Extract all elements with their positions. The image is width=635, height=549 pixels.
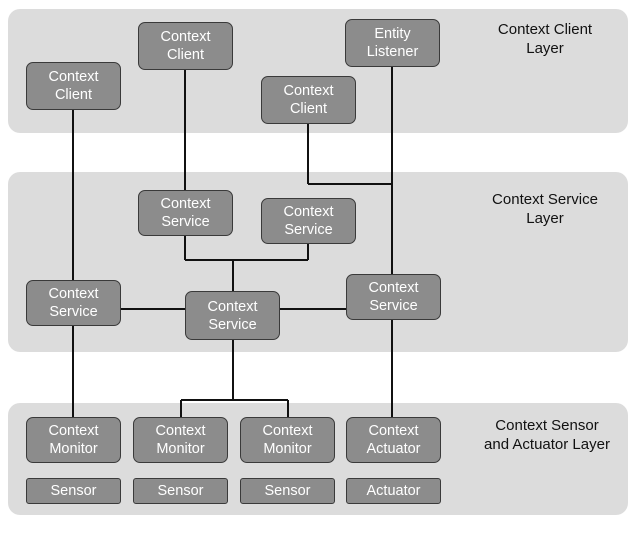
context-actuator-node[interactable]: Context Actuator [346,417,441,463]
entity-listener-node[interactable]: Entity Listener [345,19,440,67]
actuator-hardware-node[interactable]: Actuator [346,478,441,504]
context-monitor-node[interactable]: Context Monitor [133,417,228,463]
context-service-node[interactable]: Context Service [138,190,233,236]
sensor-node[interactable]: Sensor [133,478,228,504]
context-client-node[interactable]: Context Client [138,22,233,70]
context-service-node[interactable]: Context Service [261,198,356,244]
context-service-node[interactable]: Context Service [185,291,280,340]
context-monitor-node[interactable]: Context Monitor [26,417,121,463]
sensor-node[interactable]: Sensor [240,478,335,504]
context-service-node[interactable]: Context Service [346,274,441,320]
service-layer-label: Context Service Layer [492,191,598,227]
client-layer-label: Context Client Layer [497,21,593,57]
context-service-node[interactable]: Context Service [26,280,121,326]
sensor-node[interactable]: Sensor [26,478,121,504]
context-client-node[interactable]: Context Client [26,62,121,110]
context-monitor-node[interactable]: Context Monitor [240,417,335,463]
sensor-layer-label: Context Sensor and Actuator Layer [484,417,610,453]
context-client-node[interactable]: Context Client [261,76,356,124]
